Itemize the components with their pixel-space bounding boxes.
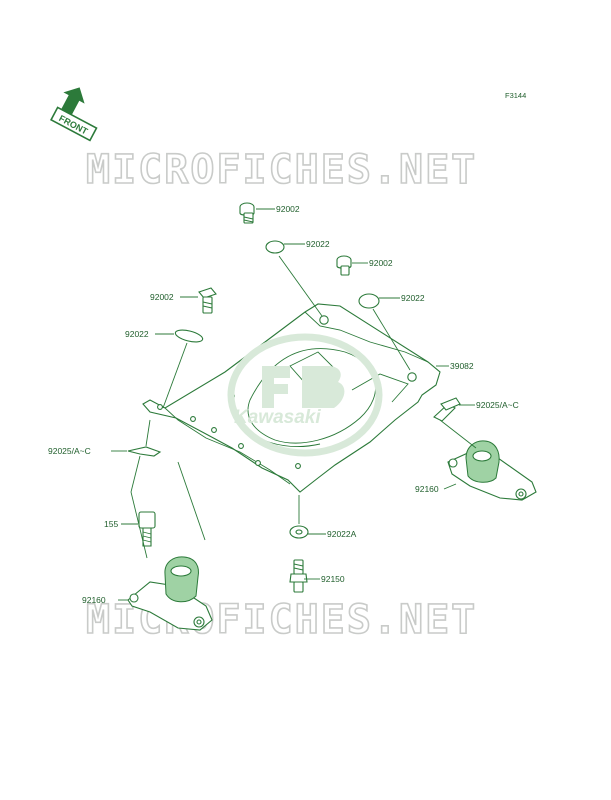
- logo-text: Kawasaki: [234, 407, 321, 428]
- callout-92002-a: 92002: [276, 204, 300, 214]
- bolt-92002-right: [336, 255, 352, 276]
- washer-92022-right: [358, 293, 380, 309]
- callout-92022-a: 92022: [306, 239, 330, 249]
- washer-92022-left: [174, 329, 204, 343]
- clip-92025-right: [433, 397, 461, 422]
- watermark-top: MICROFICHES.NET: [86, 147, 477, 193]
- callout-92160-right: 92160: [415, 484, 439, 494]
- callout-92002-c: 92002: [150, 292, 174, 302]
- callout-39082: 39082: [450, 361, 474, 371]
- callout-92160-left: 92160: [82, 595, 106, 605]
- bolt-92002-left: [198, 287, 217, 314]
- callout-92022-b: 92022: [401, 293, 425, 303]
- washer-92022-top: [265, 240, 285, 254]
- sheet-code: F3144: [505, 91, 526, 100]
- bolt-92002-top: [239, 202, 255, 224]
- clip-92025-left: [127, 446, 162, 457]
- bolt-155: [138, 511, 156, 547]
- stud-92150: [289, 559, 308, 593]
- kawasaki-logo: Kawasaki: [227, 333, 383, 457]
- callout-92022a: 92022A: [327, 529, 357, 539]
- callout-92025-right: 92025/A~C: [476, 400, 519, 410]
- front-arrow-icon: FRONT: [49, 87, 98, 142]
- callout-155: 155: [104, 519, 118, 529]
- callout-92150: 92150: [321, 574, 345, 584]
- engine-mount-92160-right: [447, 440, 537, 501]
- callout-92025-left: 92025/A~C: [48, 446, 91, 456]
- engine-mount-92160-left: [127, 556, 213, 631]
- callout-92002-b: 92002: [369, 258, 393, 268]
- callout-92022-c: 92022: [125, 329, 149, 339]
